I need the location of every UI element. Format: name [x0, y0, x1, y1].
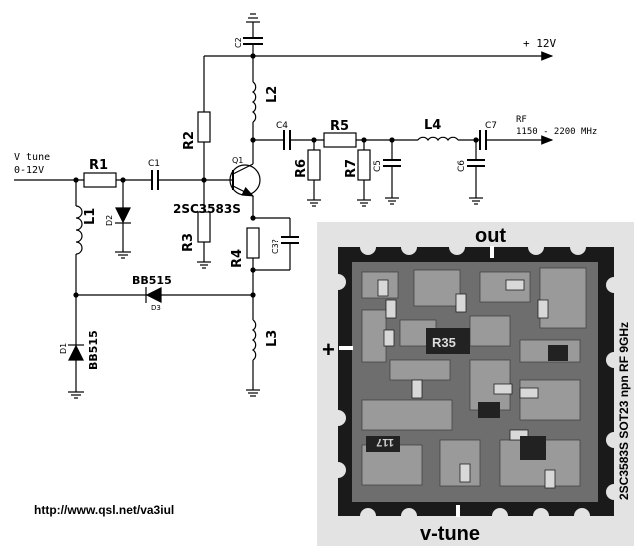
label-d1: D1 [59, 343, 68, 354]
supply-label: + 12V [523, 37, 556, 50]
resistor-r3 [197, 211, 211, 243]
label-d3: D3 [151, 304, 161, 312]
label-transistor: 2SC3583S [173, 202, 241, 216]
source-url: http://www.qsl.net/va3iul [34, 503, 175, 517]
label-c4: C4 [276, 121, 288, 131]
vtune-input-label: V tune [14, 152, 50, 163]
label-r7: R7 [344, 159, 359, 178]
resistor-r2 [197, 111, 211, 143]
label-q1: Q1 [232, 156, 243, 165]
vtune-range-label: 0-12V [14, 165, 44, 176]
rf-range-label: 1150 - 2200 MHz [516, 127, 597, 137]
label-l2: L2 [265, 86, 280, 103]
chip-marking: 117 [376, 436, 394, 448]
label-c6: C6 [457, 160, 467, 172]
label-c7: C7 [485, 121, 497, 131]
resistor-r5 [323, 132, 357, 148]
resistor-r4 [246, 227, 260, 259]
r35-marking: R35 [432, 335, 456, 350]
label-r4: R4 [230, 249, 245, 268]
resistor-r1 [83, 172, 117, 188]
photo-vtune-label: v-tune [420, 523, 480, 545]
schematic [14, 13, 554, 399]
photo-plus-label: + [322, 337, 335, 362]
schematic-labels: V tune 0-12V R1 C1 L1 D2 D1 BB515 BB515 … [14, 37, 597, 370]
photo-side-caption: 2SC3583S SOT23 npn RF 9GHz [617, 322, 631, 500]
label-r5: R5 [330, 119, 349, 134]
pcb-photo: R35 117 out + v-tune 2SC3583S SOT23 npn … [317, 222, 634, 546]
label-c3: C3? [271, 239, 280, 254]
inductor-l2 [251, 81, 257, 123]
resistor-r6 [307, 149, 321, 181]
resistor-r35-part [426, 328, 470, 354]
varactor-d1 [68, 344, 84, 361]
label-d2: D2 [105, 215, 114, 226]
label-r3: R3 [181, 233, 196, 252]
label-c5: C5 [373, 160, 383, 172]
transistor-part [478, 402, 500, 418]
label-c1: C1 [148, 159, 160, 169]
inductor-l4 [417, 136, 459, 142]
label-c2: C2 [234, 37, 243, 48]
varactor-d3 [145, 287, 162, 303]
varactor-d2 [115, 207, 131, 224]
inductor-l1 [75, 205, 83, 255]
inductor-l3 [251, 319, 257, 361]
label-r1: R1 [89, 158, 108, 173]
label-r6: R6 [294, 159, 309, 178]
label-bb515-d3: BB515 [132, 274, 172, 287]
resistor-r7 [357, 149, 371, 181]
label-r2: R2 [182, 131, 197, 150]
transistor-q1 [229, 164, 261, 196]
label-l3: L3 [265, 330, 280, 347]
photo-out-label: out [475, 225, 506, 247]
label-l4: L4 [424, 118, 441, 133]
rf-out-label: RF [516, 115, 527, 125]
label-bb515-d1: BB515 [87, 330, 100, 370]
label-l1: L1 [83, 208, 98, 225]
